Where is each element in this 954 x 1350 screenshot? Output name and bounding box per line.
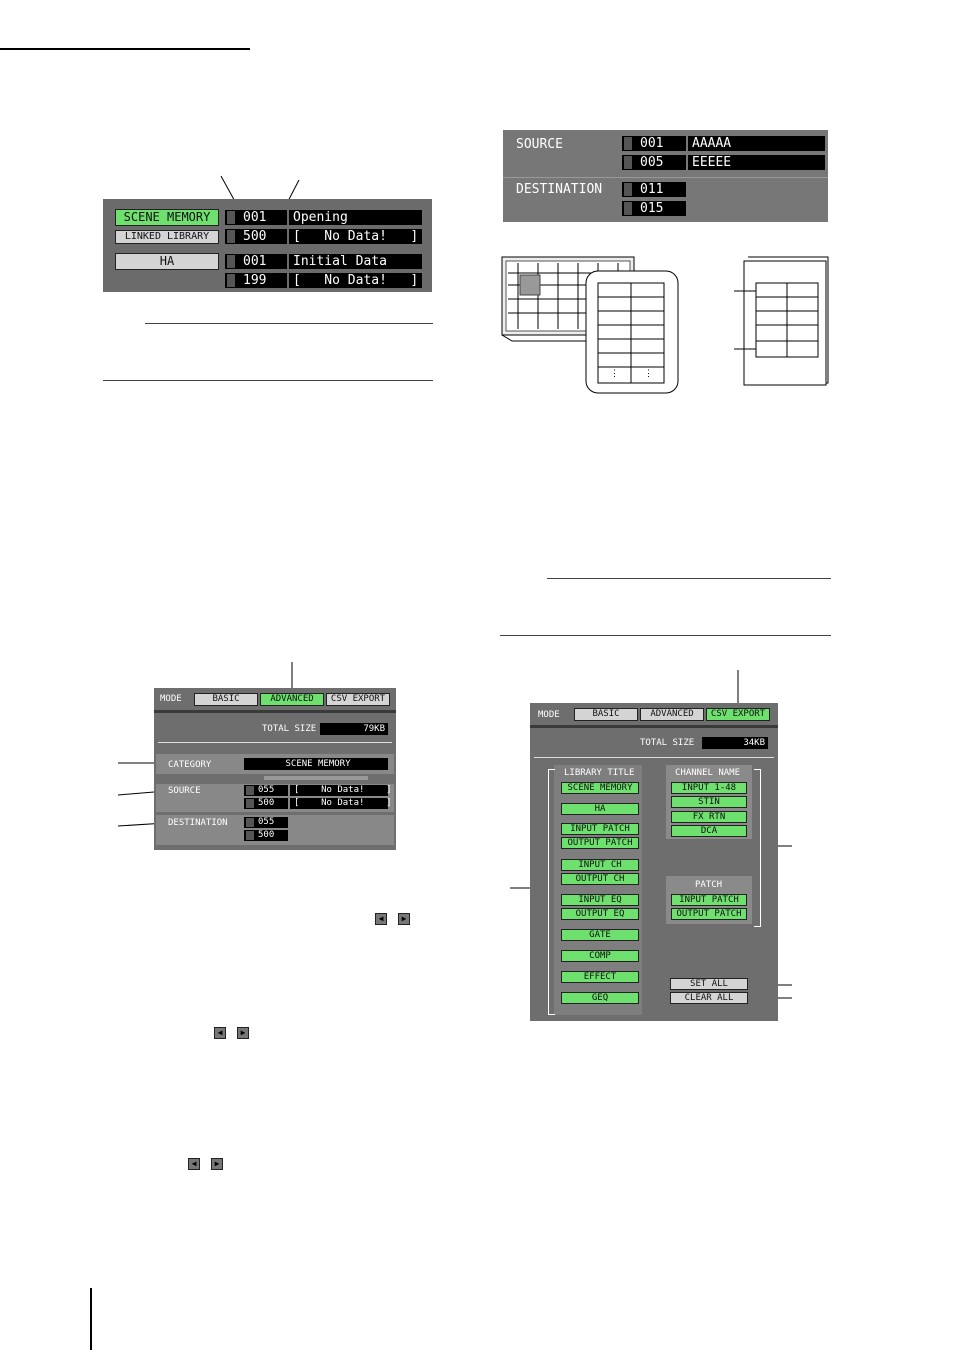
clear-all-button[interactable]: CLEAR ALL <box>670 992 748 1004</box>
channel-item-toggle[interactable]: INPUT 1-48 <box>671 782 747 794</box>
library-item-toggle[interactable]: OUTPUT PATCH <box>561 837 639 849</box>
channel-name-label: CHANNEL NAME <box>675 768 741 778</box>
table-dots-right: ⋮ <box>644 369 653 379</box>
channel-item-toggle[interactable]: STIN <box>671 796 747 808</box>
scroll-right-icon: ▶ <box>398 913 410 925</box>
step-arrow-icon[interactable] <box>624 137 632 150</box>
ha-number[interactable]: 001 <box>225 254 287 269</box>
step-arrow-icon[interactable] <box>227 274 235 287</box>
total-size-label: TOTAL SIZE <box>640 738 695 748</box>
scene-memory-button[interactable]: SCENE MEMORY <box>115 209 219 226</box>
source-end-number[interactable]: 500 <box>244 798 288 809</box>
library-item-toggle[interactable]: INPUT EQ <box>561 894 639 906</box>
margin-rule <box>90 1288 92 1350</box>
mode-label: MODE <box>538 710 560 720</box>
source-label: SOURCE <box>168 786 201 796</box>
total-size-value: 34KB <box>702 737 768 749</box>
linked-title: [ No Data! ] <box>289 229 422 244</box>
note-rule-bottom <box>103 380 433 381</box>
destination-end-number[interactable]: 500 <box>244 830 288 841</box>
fig1-panel: SCENE MEMORY LINKED LIBRARY HA 001 Openi… <box>103 199 432 292</box>
patch-item-toggle[interactable]: INPUT PATCH <box>671 894 747 906</box>
table-dots-left: ⋮ <box>610 369 619 379</box>
linked-number[interactable]: 500 <box>225 229 287 244</box>
console-illustration <box>501 256 829 394</box>
library-item-toggle[interactable]: OUTPUT EQ <box>561 908 639 920</box>
destination-label: DESTINATION <box>516 182 603 197</box>
library-item-toggle[interactable]: SCENE MEMORY <box>561 782 639 794</box>
scroll-left-icon: ◀ <box>188 1158 200 1170</box>
note-rule-top <box>145 323 433 324</box>
library-item-toggle[interactable]: GEQ <box>561 992 639 1004</box>
tab-basic[interactable]: BASIC <box>194 693 258 706</box>
ha-button[interactable]: HA <box>115 253 219 270</box>
library-item-toggle[interactable]: INPUT CH <box>561 859 639 871</box>
destination-start-number[interactable]: 055 <box>244 817 288 828</box>
source-start-number[interactable]: 055 <box>244 785 288 796</box>
mode-label: MODE <box>160 694 182 704</box>
destination-label: DESTINATION <box>168 818 228 828</box>
category-select[interactable]: SCENE MEMORY <box>244 758 388 770</box>
library-title-label: LIBRARY TITLE <box>564 768 635 778</box>
source-start-number[interactable]: 001 <box>622 136 686 151</box>
total-size-value: 79KB <box>320 723 388 735</box>
set-all-button[interactable]: SET ALL <box>670 978 748 990</box>
tab-basic[interactable]: BASIC <box>574 708 638 721</box>
source-label: SOURCE <box>516 137 563 152</box>
channel-item-toggle[interactable]: DCA <box>671 825 747 837</box>
note2-rule-top <box>547 578 831 579</box>
destination-start-number[interactable]: 011 <box>622 182 686 197</box>
library-item-toggle[interactable]: INPUT PATCH <box>561 823 639 835</box>
fig3-panel: MODE BASIC ADVANCED CSV EXPORT TOTAL SIZ… <box>154 688 396 850</box>
patch-label: PATCH <box>695 880 723 890</box>
fig4-panel: MODE BASIC ADVANCED CSV EXPORT TOTAL SIZ… <box>530 703 778 1021</box>
header-rule <box>0 48 250 50</box>
source-end-number[interactable]: 005 <box>622 155 686 170</box>
source-start-name: [ No Data! ] <box>290 785 392 796</box>
ha-linked-number[interactable]: 199 <box>225 273 287 288</box>
ha-linked-title: [ No Data! ] <box>289 273 422 288</box>
library-item-toggle[interactable]: GATE <box>561 929 639 941</box>
tab-csv-export[interactable]: CSV EXPORT <box>326 693 390 706</box>
library-item-toggle[interactable]: HA <box>561 803 639 815</box>
patch-item-toggle[interactable]: OUTPUT PATCH <box>671 908 747 920</box>
ha-title: Initial Data <box>289 254 422 269</box>
step-arrow-icon[interactable] <box>227 230 235 243</box>
step-arrow-icon[interactable] <box>246 818 254 827</box>
linked-library-button[interactable]: LINKED LIBRARY <box>115 230 219 244</box>
source-end-name: EEEEE <box>688 155 825 170</box>
category-label: CATEGORY <box>168 760 212 770</box>
destination-end-number[interactable]: 015 <box>622 201 686 216</box>
library-item-toggle[interactable]: EFFECT <box>561 971 639 983</box>
tab-advanced[interactable]: ADVANCED <box>640 708 704 721</box>
source-end-name: [ No Data! ] <box>290 798 392 809</box>
step-arrow-icon[interactable] <box>624 156 632 169</box>
step-arrow-icon[interactable] <box>246 831 254 840</box>
source-start-name: AAAAA <box>688 136 825 151</box>
scene-number[interactable]: 001 <box>225 210 287 225</box>
scroll-left-icon: ◀ <box>375 913 387 925</box>
step-arrow-icon[interactable] <box>624 202 632 215</box>
scroll-right-icon: ▶ <box>211 1158 223 1170</box>
tab-advanced[interactable]: ADVANCED <box>260 693 324 706</box>
note2-rule-bottom <box>500 635 831 636</box>
step-arrow-icon[interactable] <box>227 211 235 224</box>
library-item-toggle[interactable]: COMP <box>561 950 639 962</box>
library-item-toggle[interactable]: OUTPUT CH <box>561 873 639 885</box>
tab-csv-export[interactable]: CSV EXPORT <box>706 708 770 721</box>
scene-title: Opening <box>289 210 422 225</box>
fig2-panel: SOURCE DESTINATION 001 AAAAA 005 EEEEE 0… <box>503 130 828 222</box>
scroll-left-icon: ◀ <box>214 1027 226 1039</box>
step-arrow-icon[interactable] <box>246 786 254 795</box>
total-size-label: TOTAL SIZE <box>262 724 317 734</box>
step-arrow-icon[interactable] <box>246 799 254 808</box>
step-arrow-icon[interactable] <box>227 255 235 268</box>
channel-item-toggle[interactable]: FX RTN <box>671 811 747 823</box>
scroll-right-icon: ▶ <box>237 1027 249 1039</box>
step-arrow-icon[interactable] <box>624 183 632 196</box>
